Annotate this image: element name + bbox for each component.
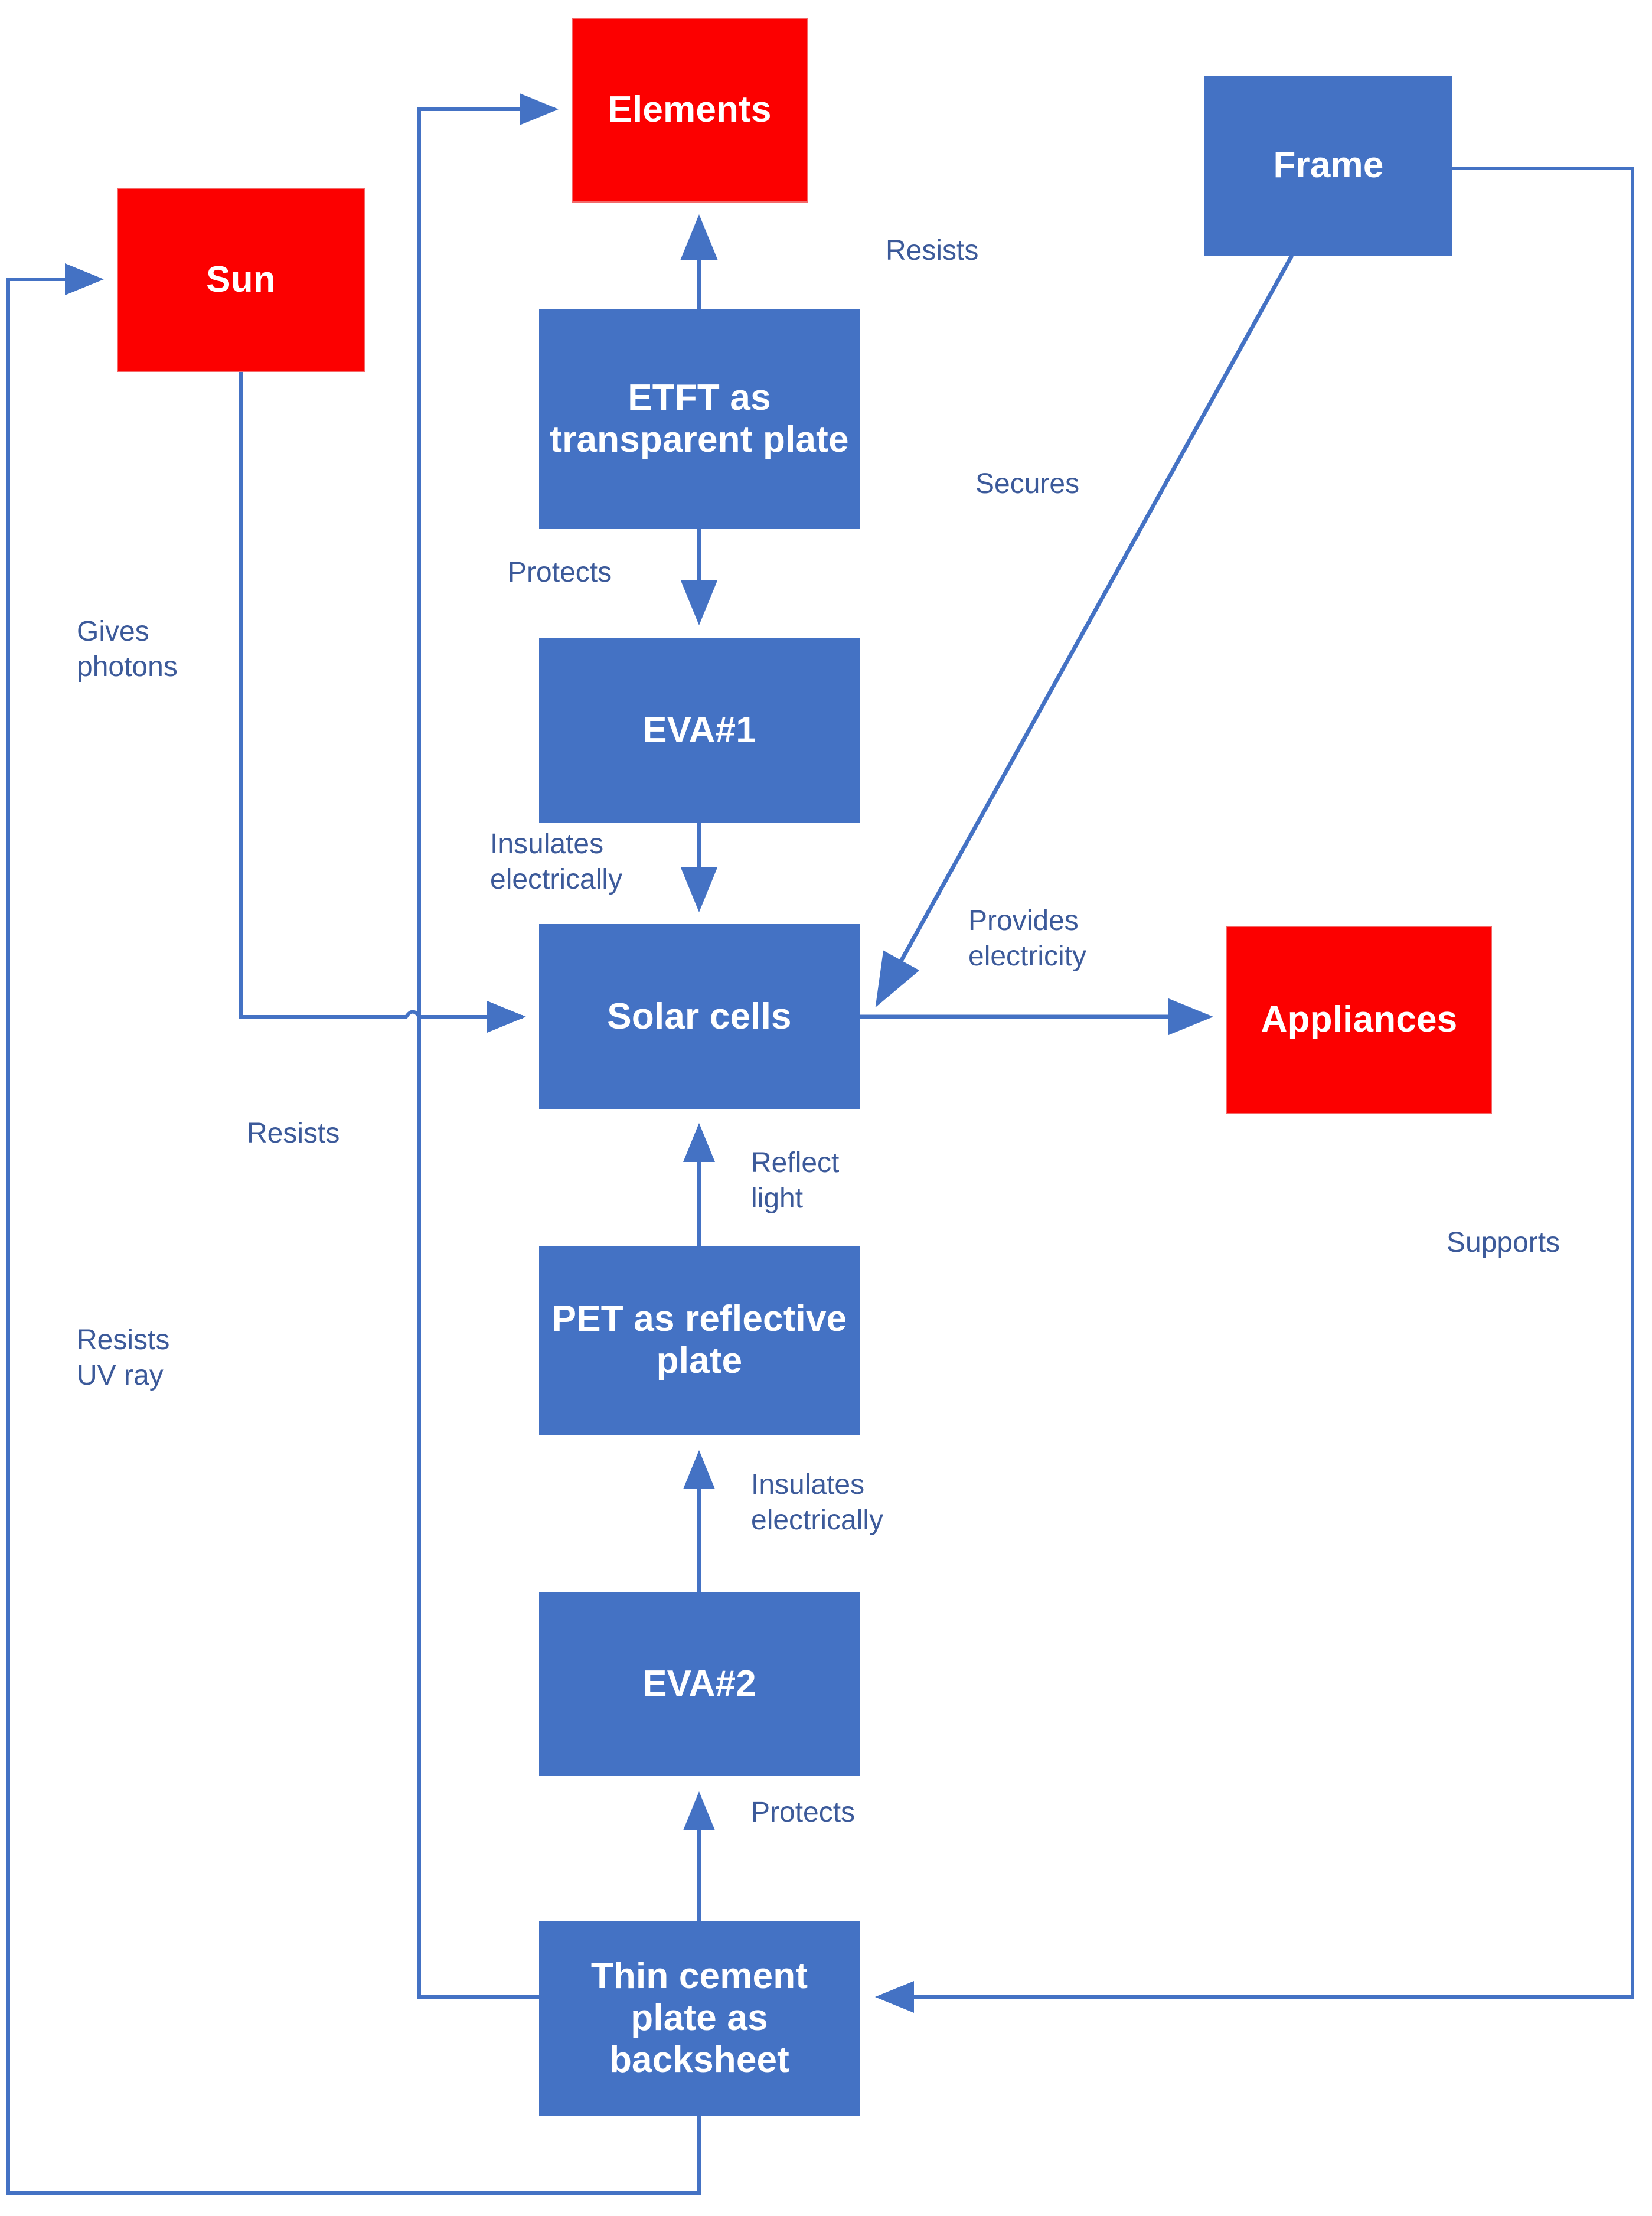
node-label: Thin cement plate as backsheet — [590, 1956, 808, 2080]
node-thin-cement-backsheet[interactable]: Thin cement plate as backsheet — [539, 1921, 860, 2116]
node-label: EVA#2 — [642, 1663, 756, 1704]
edge-label-insulates-electrically-eva2: Insulates electrically — [751, 1469, 884, 1536]
node-label: PET as reflective plate — [551, 1298, 847, 1381]
node-label: ETFT as transparent plate — [550, 377, 849, 460]
edge-label-gives-photons: Gives photons — [77, 616, 178, 683]
node-label: Elements — [608, 89, 772, 130]
node-label: Sun — [206, 259, 276, 300]
edge-frame-solarcells — [875, 254, 1294, 1008]
edge-label-resists-backsheet-elements: Resists — [247, 1118, 340, 1149]
node-pet-reflective-plate[interactable]: PET as reflective plate — [539, 1246, 860, 1435]
node-etft-transparent-plate[interactable]: ETFT as transparent plate — [539, 309, 860, 529]
node-label: Frame — [1273, 145, 1384, 186]
edge-label-protects-backsheet-eva2: Protects — [751, 1797, 856, 1828]
node-label: Solar cells — [607, 996, 792, 1037]
edge-label-resists-uv-ray: Resists UV ray — [77, 1324, 170, 1391]
node-label: EVA#1 — [642, 709, 756, 750]
edge-label-insulates-electrically-eva1: Insulates electrically — [490, 828, 623, 895]
edge-sun-solarcells — [239, 372, 526, 1033]
node-frame[interactable]: Frame — [1204, 76, 1452, 256]
node-eva-2[interactable]: EVA#2 — [539, 1592, 860, 1776]
node-solar-cells[interactable]: Solar cells — [539, 924, 860, 1109]
edge-label-protects-etft-eva1: Protects — [508, 557, 612, 588]
node-label: Appliances — [1261, 999, 1458, 1040]
edge-backsheet-elements — [417, 93, 559, 1999]
node-sun[interactable]: Sun — [117, 188, 365, 372]
edge-label-resists-etft-elements: Resists — [886, 235, 979, 266]
edge-label-provides-electricity: Provides electricity — [968, 905, 1087, 972]
node-eva-1[interactable]: EVA#1 — [539, 638, 860, 823]
edge-label-secures: Secures — [975, 468, 1080, 500]
node-elements[interactable]: Elements — [572, 18, 808, 203]
edge-label-supports: Supports — [1447, 1227, 1560, 1258]
edge-label-reflect-light: Reflect light — [751, 1147, 840, 1214]
node-appliances[interactable]: Appliances — [1226, 926, 1492, 1114]
